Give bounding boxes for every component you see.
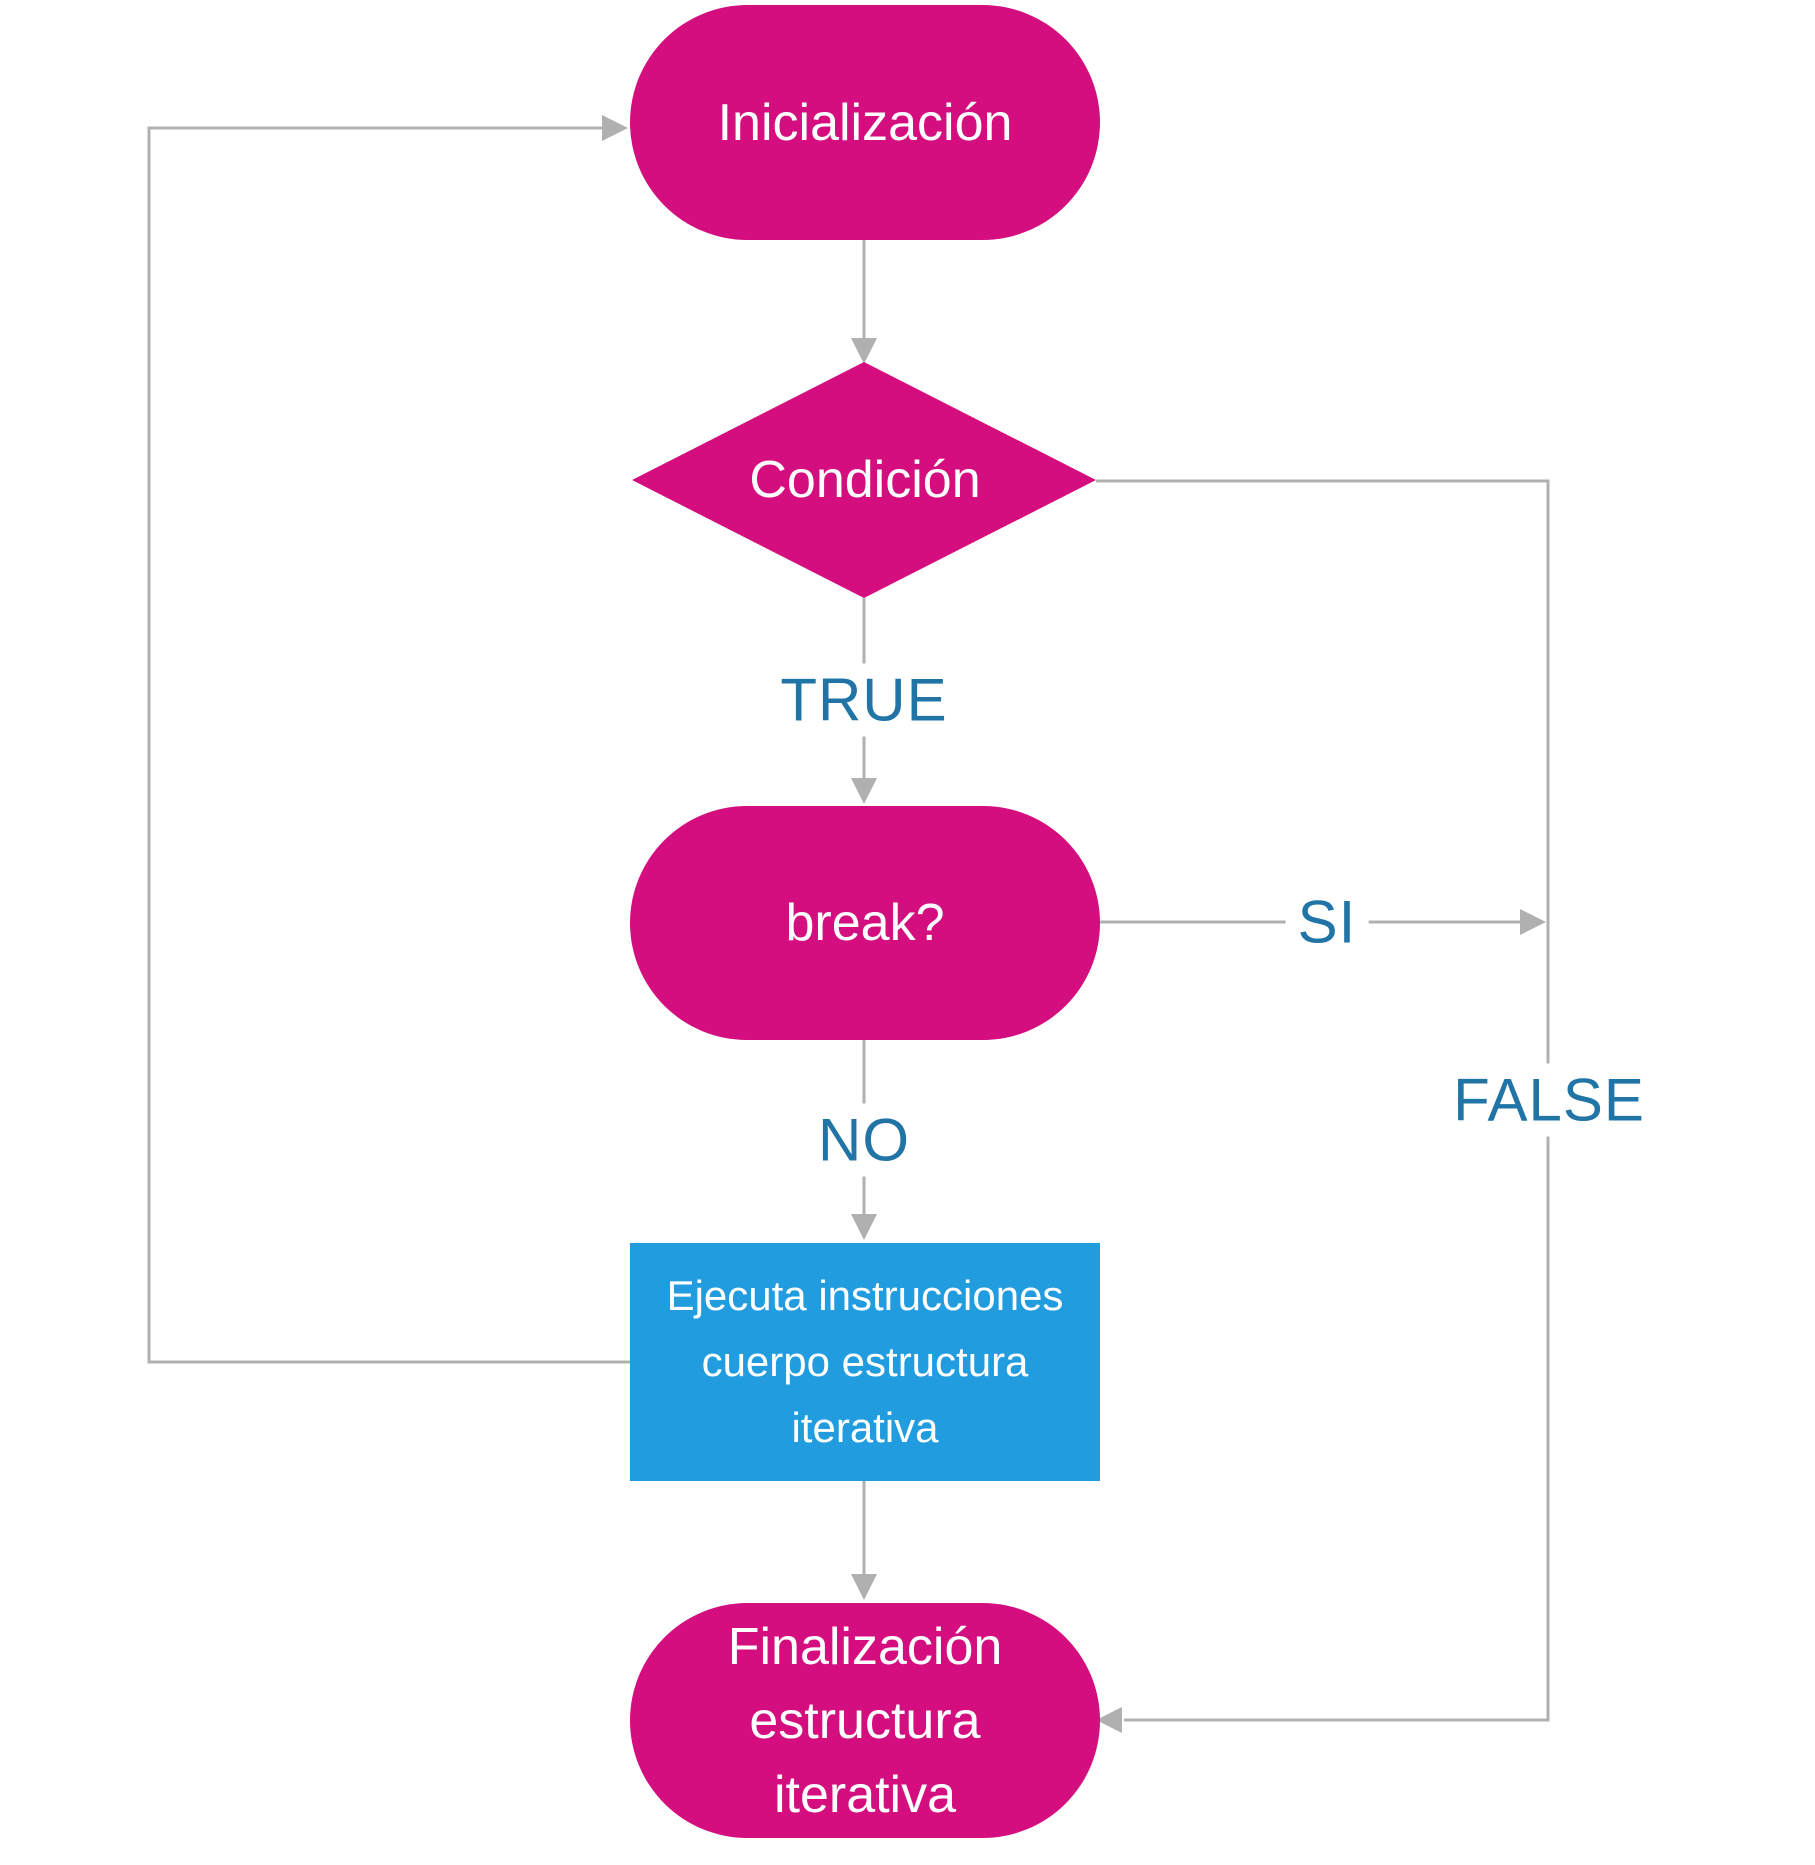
node-finalizacion: Finalización estructura iterativa xyxy=(630,1603,1100,1838)
edge-label-no: NO xyxy=(806,1103,922,1177)
node-finalizacion-label: Finalización estructura iterativa xyxy=(727,1617,1003,1824)
edge-body-loop-to-start xyxy=(147,115,630,1364)
edge-label-false: FALSE xyxy=(1441,1063,1657,1137)
node-condicion-label: Condición xyxy=(749,451,981,509)
condition-diamond-shape xyxy=(632,362,1096,598)
edge-body-to-end xyxy=(851,1481,877,1600)
edge-start-to-condition xyxy=(851,240,877,364)
node-condicion: Condición xyxy=(630,430,1100,530)
node-break-check: break? xyxy=(630,806,1100,1040)
node-cuerpo-iterativa-label: Ejecuta instrucciones cuerpo estructura … xyxy=(666,1272,1064,1451)
node-inicializacion-label: Inicialización xyxy=(717,93,1013,152)
node-break-check-label: break? xyxy=(785,894,945,952)
edge-label-si: SI xyxy=(1285,885,1369,959)
edge-label-true: TRUE xyxy=(768,663,960,737)
node-cuerpo-iterativa: Ejecuta instrucciones cuerpo estructura … xyxy=(630,1243,1100,1481)
node-inicializacion: Inicialización xyxy=(630,5,1100,240)
